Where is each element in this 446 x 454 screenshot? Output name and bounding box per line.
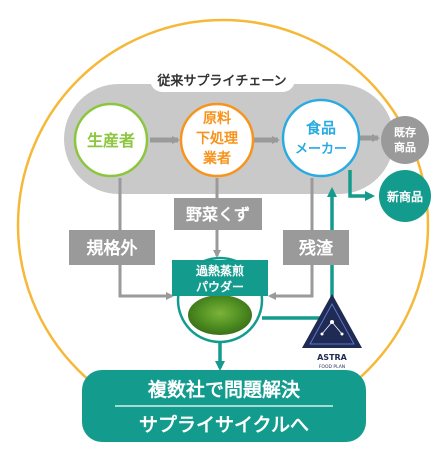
processor-label-2: 下処理 [196,130,238,147]
supply-chain-title-pill [150,67,295,92]
powder-label-1: 過熱蒸煎 [195,263,244,278]
new-product-label: 新商品 [387,189,423,204]
off-spec-box [69,230,155,265]
vegetable-scraps-box [174,198,262,230]
residue-label: 残渣 [299,238,334,259]
powder-label-2: パウダー [196,279,244,294]
existing-product-label-1: 既存 [394,125,416,139]
powder-image [188,295,252,335]
vegetable-scraps-label: 野菜くず [186,205,250,224]
result-line-2: サプライサイクルへ [139,413,309,436]
arrow-to-new-product [348,170,375,201]
astra-logo-sub: FOOD PLAN [319,364,345,370]
processor-label-3: 業者 [202,150,231,167]
result-line-1: 複数社で問題解決 [147,378,301,401]
arrow-offspec-to-powder [118,178,174,300]
existing-product-label-2: 商品 [394,140,416,154]
producer-label: 生産者 [87,131,135,150]
astra-logo-name: ASTRA [317,353,348,362]
food-maker-node [281,98,361,178]
powder-label-box [172,260,268,296]
processor-node [179,102,255,178]
food-maker-label-1: 食品 [306,119,336,137]
food-maker-label-2: メーカー [295,142,347,157]
off-spec-label: 規格外 [87,238,138,259]
supply-chain-title: 従来サプライチェーン [156,73,286,89]
existing-product-node [381,116,429,164]
residue-box [283,230,349,265]
astra-logo: ASTRA FOOD PLAN [302,294,362,370]
producer-node [73,102,149,178]
arrow-residue-to-powder [268,178,314,300]
new-product-node [379,170,431,222]
processor-label-1: 原料 [203,110,231,127]
